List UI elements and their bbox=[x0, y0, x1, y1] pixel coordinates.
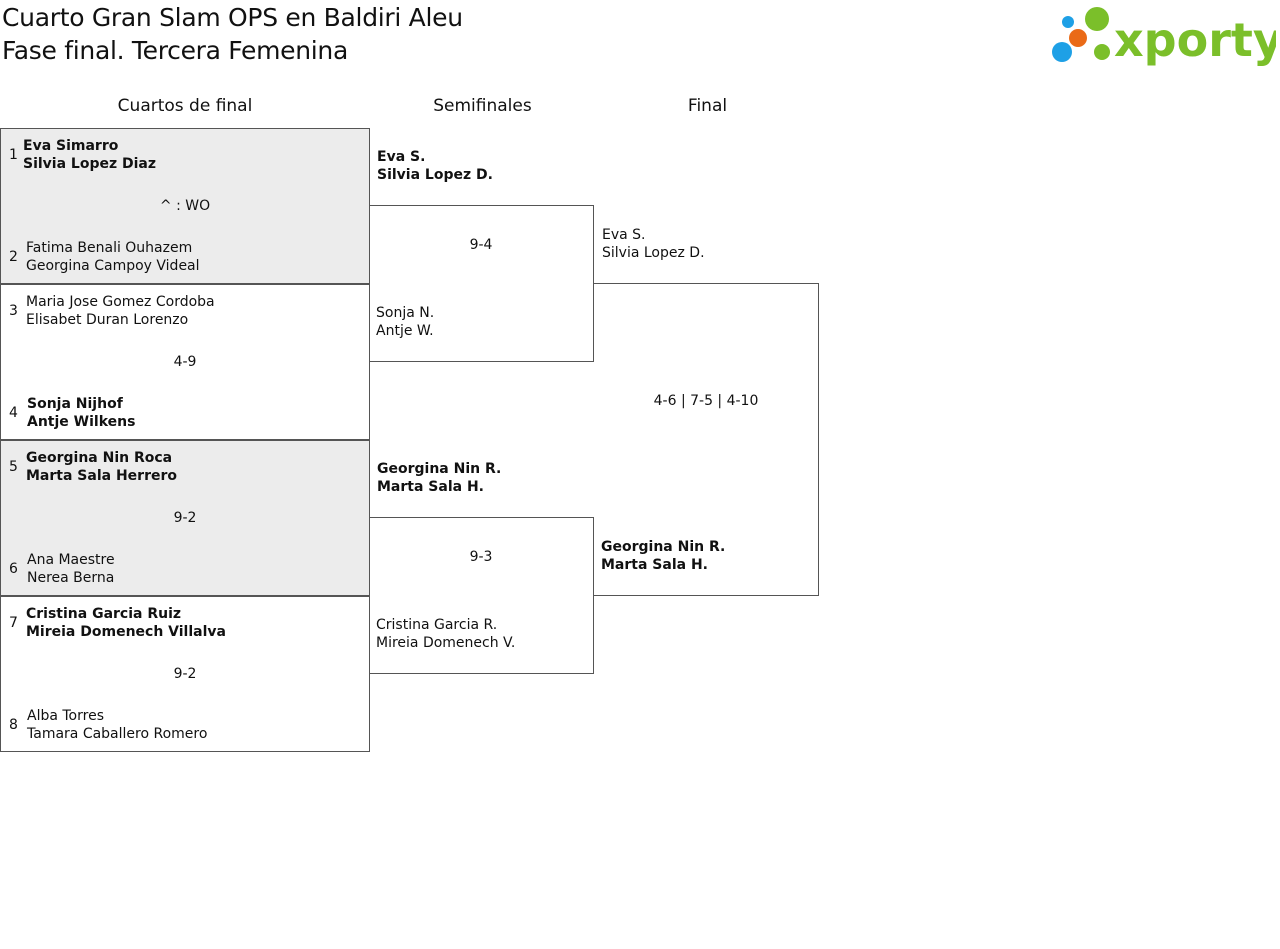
seed-number: 6 bbox=[9, 561, 18, 577]
semifinal-2-team-winner: Georgina Nin R. Marta Sala H. bbox=[377, 460, 501, 496]
quarterfinal-match-2: 3 Maria Jose Gomez Cordoba Elisabet Dura… bbox=[0, 284, 370, 440]
player-name: Marta Sala H. bbox=[377, 479, 484, 495]
seed-number: 5 bbox=[9, 459, 18, 475]
player-name: Marta Sala H. bbox=[601, 557, 708, 573]
player-name: Tamara Caballero Romero bbox=[27, 726, 208, 742]
final-match: 4-6 | 7-5 | 4-10 Georgina Nin R. Marta S… bbox=[594, 283, 819, 596]
team-winner: Eva Simarro Silvia Lopez Diaz bbox=[23, 137, 156, 173]
player-name: Sonja N. bbox=[376, 305, 435, 321]
player-name: Georgina Nin R. bbox=[601, 539, 726, 555]
match-score: 9-4 bbox=[469, 237, 493, 253]
player-name: Elisabet Duran Lorenzo bbox=[26, 312, 189, 328]
match-score: 4-9 bbox=[173, 354, 197, 370]
player-name: Silvia Lopez Diaz bbox=[23, 156, 157, 172]
semifinal-match-1: 9-4 Sonja N. Antje W. bbox=[369, 205, 594, 362]
team-loser: Maria Jose Gomez Cordoba Elisabet Duran … bbox=[26, 293, 215, 329]
match-score: ^ : WO bbox=[159, 198, 211, 214]
player-name: Mireia Domenech Villalva bbox=[26, 624, 226, 640]
player-name: Marta Sala Herrero bbox=[26, 468, 177, 484]
player-name: Antje Wilkens bbox=[27, 414, 136, 430]
player-name: Eva S. bbox=[377, 149, 426, 165]
team-winner: Cristina Garcia Ruiz Mireia Domenech Vil… bbox=[26, 605, 226, 641]
svg-text:xporty: xporty bbox=[1114, 13, 1276, 67]
match-score: 9-2 bbox=[173, 510, 197, 526]
player-name: Nerea Berna bbox=[27, 570, 115, 586]
seed-number: 8 bbox=[9, 717, 18, 733]
seed-number: 1 bbox=[9, 147, 18, 163]
player-name: Silvia Lopez D. bbox=[602, 245, 705, 261]
player-name: Silvia Lopez D. bbox=[377, 167, 493, 183]
match-score: 4-6 | 7-5 | 4-10 bbox=[653, 393, 759, 409]
final-team-runner-up: Eva S. Silvia Lopez D. bbox=[602, 226, 705, 262]
player-name: Maria Jose Gomez Cordoba bbox=[26, 294, 215, 310]
semifinal-1-team-loser: Sonja N. Antje W. bbox=[376, 304, 434, 340]
page-title: Cuarto Gran Slam OPS en Baldiri Aleu bbox=[2, 3, 463, 32]
team-loser: Fatima Benali Ouhazem Georgina Campoy Vi… bbox=[26, 239, 200, 275]
xporty-logo: xporty bbox=[1050, 4, 1280, 68]
player-name: Eva Simarro bbox=[23, 138, 119, 154]
player-name: Antje W. bbox=[376, 323, 434, 339]
player-name: Alba Torres bbox=[27, 708, 104, 724]
final-team-champion: Georgina Nin R. Marta Sala H. bbox=[601, 538, 725, 574]
page-subtitle: Fase final. Tercera Femenina bbox=[2, 36, 348, 65]
team-winner: Georgina Nin Roca Marta Sala Herrero bbox=[26, 449, 177, 485]
player-name: Eva S. bbox=[602, 227, 646, 243]
player-name: Georgina Nin R. bbox=[377, 461, 502, 477]
quarterfinal-match-3: 5 Georgina Nin Roca Marta Sala Herrero 9… bbox=[0, 440, 370, 596]
player-name: Mireia Domenech V. bbox=[376, 635, 516, 651]
seed-number: 3 bbox=[9, 303, 18, 319]
semifinal-match-2: 9-3 Cristina Garcia R. Mireia Domenech V… bbox=[369, 517, 594, 674]
player-name: Cristina Garcia R. bbox=[376, 617, 498, 633]
round-header-quarterfinals: Cuartos de final bbox=[117, 96, 253, 116]
team-loser: Ana Maestre Nerea Berna bbox=[27, 551, 115, 587]
semifinal-2-team-loser: Cristina Garcia R. Mireia Domenech V. bbox=[376, 616, 515, 652]
player-name: Ana Maestre bbox=[27, 552, 115, 568]
match-score: 9-2 bbox=[173, 666, 197, 682]
round-header-final: Final bbox=[687, 96, 728, 116]
seed-number: 7 bbox=[9, 615, 18, 631]
team-loser: Alba Torres Tamara Caballero Romero bbox=[27, 707, 207, 743]
player-name: Fatima Benali Ouhazem bbox=[26, 240, 193, 256]
quarterfinal-match-1: 1 Eva Simarro Silvia Lopez Diaz ^ : WO 2… bbox=[0, 128, 370, 284]
player-name: Georgina Nin Roca bbox=[26, 450, 173, 466]
seed-number: 4 bbox=[9, 405, 18, 421]
quarterfinal-match-4: 7 Cristina Garcia Ruiz Mireia Domenech V… bbox=[0, 596, 370, 752]
team-winner: Sonja Nijhof Antje Wilkens bbox=[27, 395, 135, 431]
round-header-semifinals: Semifinales bbox=[433, 96, 532, 116]
player-name: Georgina Campoy Videal bbox=[26, 258, 200, 274]
player-name: Sonja Nijhof bbox=[27, 396, 123, 412]
match-score: 9-3 bbox=[469, 549, 493, 565]
semifinal-1-team-winner: Eva S. Silvia Lopez D. bbox=[377, 148, 493, 184]
player-name: Cristina Garcia Ruiz bbox=[26, 606, 182, 622]
seed-number: 2 bbox=[9, 249, 18, 265]
